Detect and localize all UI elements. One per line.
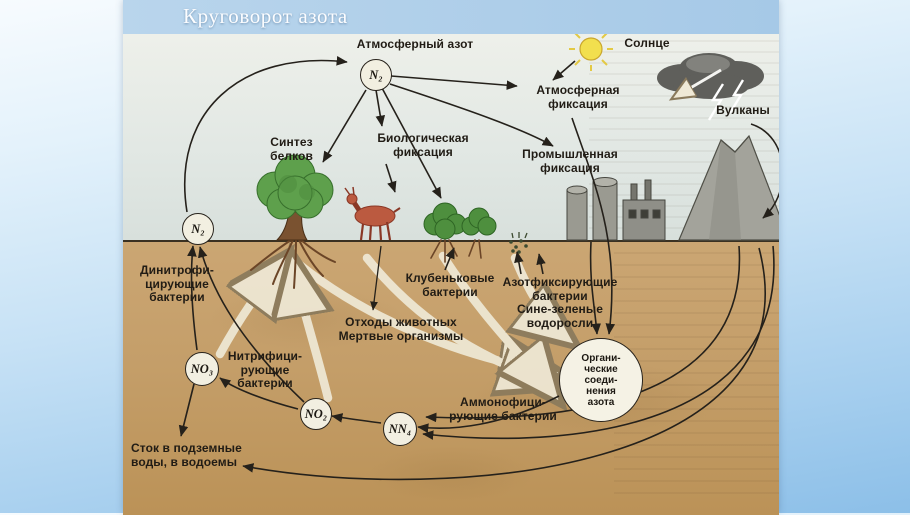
sun-icon bbox=[569, 27, 613, 71]
arrow-n2-to-atmospheric-fixation bbox=[390, 75, 518, 90]
label-protein-synthesis: Синтез белков bbox=[270, 135, 313, 163]
node-n2-soil: N₂ bbox=[182, 213, 214, 245]
arrow-inner-arc-to-nh4 bbox=[425, 245, 741, 423]
slide-title: Круговорот азота bbox=[183, 4, 348, 28]
label-animal-waste: Отходы животных Мертвые организмы bbox=[338, 315, 464, 343]
tree-icon bbox=[256, 154, 334, 241]
lightning-icon bbox=[707, 79, 745, 121]
label-sun: Солнце bbox=[624, 36, 670, 50]
cycle-arrows bbox=[178, 56, 779, 481]
label-atmospheric-fixation: Атмосферная фиксация bbox=[536, 83, 620, 111]
diagram-art bbox=[178, 27, 779, 481]
factory-icon bbox=[566, 177, 666, 241]
label-industrial-fixation: Промышленная фиксация bbox=[522, 147, 618, 175]
arrow-animals-to-waste bbox=[370, 245, 382, 311]
node-n2-atmosphere: N₂ bbox=[360, 59, 392, 91]
arrow-outer-arc-to-nh4 bbox=[422, 245, 775, 440]
arrow-no2-to-no3 bbox=[219, 377, 299, 410]
label-nitrifying-bacteria: Нитрифици- рующие бактерии bbox=[227, 349, 303, 391]
arrow-n2-to-industrial-fixation bbox=[389, 83, 554, 147]
label-denitrifying-bacteria: Динитрофи- цирующие бактерии bbox=[140, 263, 214, 305]
scanned-diagram: Круговорот азота Атмосферный азот Солнце… bbox=[123, 0, 779, 515]
tree-roots bbox=[250, 239, 336, 289]
arrow-no3-to-runoff bbox=[178, 383, 195, 437]
label-nitrogen-fixing-bacteria: Азотфиксирующие бактерии Сине-зеленые во… bbox=[502, 275, 618, 330]
arrow-organic-to-nh4 bbox=[417, 395, 560, 433]
arrow-no3-to-n2 bbox=[187, 245, 198, 351]
arrow-factory-to-organic bbox=[589, 241, 601, 335]
arrow-bottom-arc-to-runoff bbox=[242, 247, 766, 481]
arrow-fixer-label-2 bbox=[536, 253, 546, 275]
label-runoff: Сток в подземные воды, в водоемы bbox=[131, 441, 242, 469]
arrow-n2-to-shrubs bbox=[381, 87, 442, 199]
arrow-nodule-label bbox=[444, 247, 455, 271]
arrow-n2-to-biological-fixation bbox=[375, 89, 386, 127]
algae-icon bbox=[509, 232, 528, 254]
node-no3: NO₃ bbox=[185, 352, 219, 386]
arrow-fixer-label-1 bbox=[514, 251, 524, 275]
node-organic-compounds: Органи- ческие соеди- нения азота bbox=[559, 338, 643, 422]
shrub-icon bbox=[423, 202, 497, 240]
arrow-cloud-white bbox=[675, 68, 722, 97]
label-atmospheric-nitrogen: Атмосферный азот bbox=[356, 37, 474, 51]
label-ammonifying-bacteria: Аммонофици- рующие бактерии bbox=[449, 395, 557, 423]
shrub-roots bbox=[430, 239, 482, 263]
node-nh4: NN₄ bbox=[383, 412, 417, 446]
volcano-icon bbox=[678, 134, 779, 241]
label-volcanoes: Вулканы bbox=[716, 103, 770, 117]
arrow-volcano-curl bbox=[750, 123, 779, 219]
arrow-n2-to-tree bbox=[322, 89, 367, 163]
arrow-sun-to-fixation bbox=[552, 60, 576, 81]
arrow-nh4-to-no2 bbox=[331, 413, 382, 424]
arrow-fixation-to-soil bbox=[571, 117, 616, 335]
label-nodule-bacteria: Клубеньковые бактерии bbox=[405, 271, 495, 299]
arrow-denitrification-to-atmosphere bbox=[183, 56, 348, 213]
node-no2: NO₂ bbox=[300, 398, 332, 430]
arrow-no2-to-n2 bbox=[198, 246, 305, 403]
label-biological-fixation: Биологическая фиксация bbox=[377, 131, 469, 159]
title-band: Круговорот азота bbox=[123, 0, 779, 34]
deer-icon bbox=[344, 186, 401, 241]
arrow-biological-fixation-down bbox=[385, 163, 397, 193]
